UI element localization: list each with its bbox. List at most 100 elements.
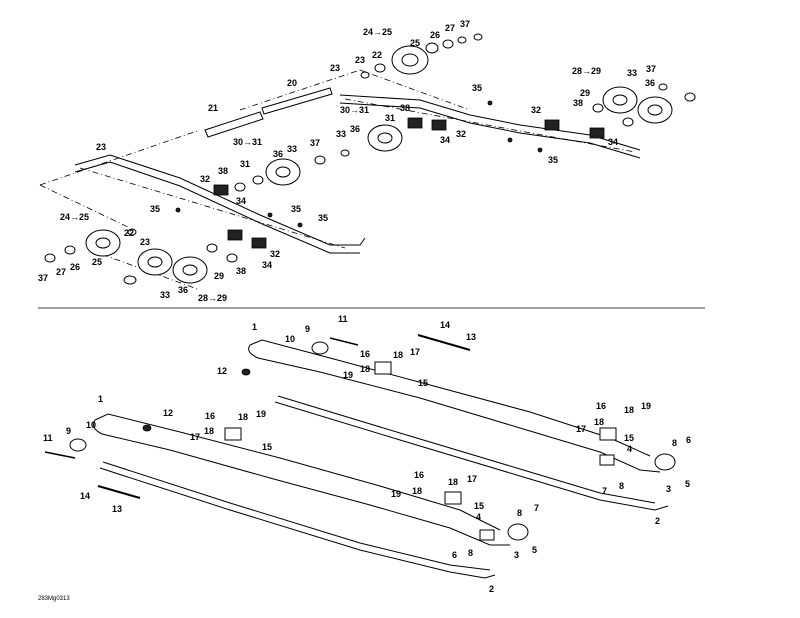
label-15-c: 15 [262, 442, 272, 452]
label-33-b: 33 [336, 129, 346, 139]
label-5-a: 5 [685, 479, 690, 489]
label-33-c: 33 [287, 144, 297, 154]
label-17-c: 17 [190, 432, 200, 442]
label-35-a: 35 [472, 83, 482, 93]
label-23-d: 23 [140, 237, 150, 247]
label-8-b: 8 [619, 481, 624, 491]
label-24-25-a: 24→25 [363, 27, 392, 37]
label-15-b: 15 [624, 433, 634, 443]
label-18-b: 18 [360, 364, 370, 374]
label-6-b: 6 [452, 550, 457, 560]
label-15-d: 15 [474, 501, 484, 511]
label-29-b: 29 [214, 271, 224, 281]
label-13-b: 13 [112, 504, 122, 514]
label-12-a: 12 [217, 366, 227, 376]
upper-assembly [39, 33, 696, 291]
label-27-a: 27 [445, 23, 455, 33]
label-18-c: 18 [624, 405, 634, 415]
label-4-a: 4 [627, 444, 632, 454]
label-19-c: 19 [256, 409, 266, 419]
label-3-b: 3 [514, 550, 519, 560]
label-10-a: 10 [285, 334, 295, 344]
label-30-31-b: 30→31 [233, 137, 262, 147]
label-10-b: 10 [86, 420, 96, 430]
label-19-b: 19 [641, 401, 651, 411]
label-9-a: 9 [305, 324, 310, 334]
label-37-c: 37 [310, 138, 320, 148]
label-18-f: 18 [204, 426, 214, 436]
label-23-a: 23 [355, 55, 365, 65]
label-1-b: 1 [98, 394, 103, 404]
label-31-a: 31 [385, 113, 395, 123]
label-32-a: 32 [531, 105, 541, 115]
label-23-c: 23 [96, 142, 106, 152]
label-16-d: 16 [414, 470, 424, 480]
label-34-c: 34 [236, 196, 246, 206]
label-11-a: 11 [338, 314, 348, 324]
label-8-c: 8 [517, 508, 522, 518]
label-8-a: 8 [672, 438, 677, 448]
label-35-b: 35 [548, 155, 558, 165]
label-19-a: 19 [343, 370, 353, 380]
label-34-d: 34 [262, 260, 272, 270]
label-21: 21 [208, 103, 218, 113]
label-4-b: 4 [476, 512, 481, 522]
label-1-a: 1 [252, 322, 257, 332]
label-26-b: 26 [70, 262, 80, 272]
axle-20 [261, 87, 333, 115]
label-29-a: 29 [580, 88, 590, 98]
label-15-a: 15 [418, 378, 428, 388]
label-17-a: 17 [410, 347, 420, 357]
label-32-d: 32 [270, 249, 280, 259]
label-13-a: 13 [466, 332, 476, 342]
label-34-a: 34 [608, 137, 618, 147]
label-22-a: 22 [372, 50, 382, 60]
label-16-a: 16 [360, 349, 370, 359]
label-38-d: 38 [236, 266, 246, 276]
label-20: 20 [287, 78, 297, 88]
label-16-c: 16 [205, 411, 215, 421]
label-7-a: 7 [602, 486, 607, 496]
label-25-b: 25 [92, 257, 102, 267]
label-27-b: 27 [56, 267, 66, 277]
label-3-a: 3 [666, 484, 671, 494]
label-18-g: 18 [412, 486, 422, 496]
label-31-b: 31 [240, 159, 250, 169]
label-14-b: 14 [80, 491, 90, 501]
label-36-b: 36 [350, 124, 360, 134]
label-38-a: 38 [573, 98, 583, 108]
callouts: 24→25 25 26 27 37 22 23 23 20 21 23 28→2… [38, 19, 691, 602]
wheel-upper-right [360, 33, 483, 79]
label-18-d: 18 [594, 417, 604, 427]
axle-21 [204, 111, 264, 138]
label-28-29-b: 28→29 [198, 293, 227, 303]
label-26-a: 26 [430, 30, 440, 40]
label-24-25-b: 24→25 [60, 212, 89, 222]
label-35-e: 35 [318, 213, 328, 223]
label-16-b: 16 [596, 401, 606, 411]
label-34-b: 34 [440, 135, 450, 145]
wheel-far-right [544, 83, 696, 139]
label-30-31-a: 30→31 [340, 105, 369, 115]
label-38-c: 38 [218, 166, 228, 176]
label-2-a: 2 [655, 516, 660, 526]
label-2-b: 2 [489, 584, 494, 594]
label-32-c: 32 [200, 174, 210, 184]
label-32-b: 32 [456, 129, 466, 139]
label-37-b: 37 [646, 64, 656, 74]
label-17-b: 17 [576, 424, 586, 434]
label-5-b: 5 [532, 545, 537, 555]
wheel-center [213, 117, 447, 196]
label-37-d: 37 [38, 273, 48, 283]
label-12-b: 12 [163, 408, 173, 418]
wheel-lower-left [44, 228, 267, 285]
label-23-b: 23 [330, 63, 340, 73]
lower-assembly [44, 334, 676, 579]
label-9-b: 9 [66, 426, 71, 436]
label-38-b: 38 [400, 103, 410, 113]
label-18-h: 18 [448, 477, 458, 487]
label-8-d: 8 [468, 548, 473, 558]
label-35-c: 35 [150, 204, 160, 214]
label-37-a: 37 [460, 19, 470, 29]
